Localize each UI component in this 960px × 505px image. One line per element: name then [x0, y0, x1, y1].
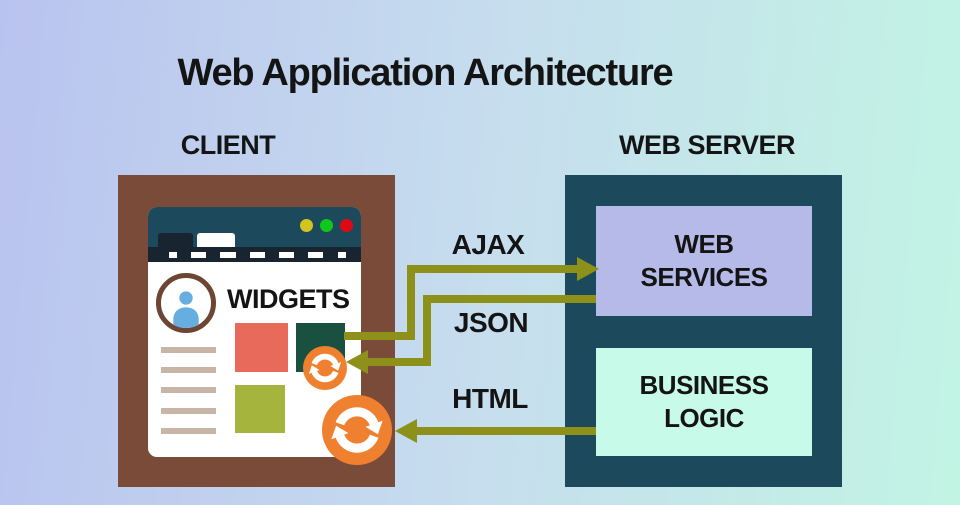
- web-services-label-line1: WEB: [674, 229, 734, 259]
- menu-dash: [169, 251, 177, 258]
- menu-dash: [338, 251, 346, 258]
- web-server-box: WEB SERVICES BUSINESS LOGIC: [565, 175, 842, 487]
- json-arrow-label: JSON: [453, 307, 529, 338]
- web-services-box: WEB SERVICES: [596, 206, 812, 316]
- menu-dash: [308, 251, 323, 258]
- ajax-arrow-label: AJAX: [451, 229, 525, 260]
- text-placeholder-line: [161, 428, 216, 434]
- client-section-label: CLIENT: [180, 130, 276, 160]
- browser-menubar: [148, 247, 361, 262]
- refresh-sync-icon-large: [322, 395, 392, 465]
- business-logic-box: BUSINESS LOGIC: [596, 348, 812, 456]
- window-control-red-icon: [340, 219, 353, 232]
- business-logic-label-line1: BUSINESS: [639, 370, 769, 400]
- page-title: Web Application Architecture: [177, 52, 674, 94]
- web-services-label-line2: SERVICES: [640, 262, 768, 292]
- menu-dash: [191, 251, 206, 258]
- widget-tile-red: [235, 323, 288, 372]
- window-control-yellow-icon: [300, 219, 313, 232]
- text-placeholder-line: [161, 387, 216, 393]
- text-placeholder-line: [161, 408, 216, 414]
- window-control-green-icon: [320, 219, 333, 232]
- browser-tab-active: [158, 233, 193, 247]
- person-icon: [173, 291, 199, 328]
- browser-titlebar: [148, 207, 361, 247]
- text-placeholder-line: [161, 347, 216, 353]
- menu-dash: [220, 251, 236, 258]
- widgets-heading: WIDGETS: [227, 284, 350, 314]
- server-section-label: WEB SERVER: [618, 130, 796, 160]
- user-avatar: [156, 273, 216, 333]
- text-placeholder-line: [161, 367, 216, 373]
- menu-dash: [250, 251, 265, 258]
- html-arrow-label: HTML: [452, 383, 528, 414]
- widget-tile-olive: [235, 385, 285, 433]
- refresh-sync-icon-small: [303, 346, 347, 390]
- business-logic-label-line2: LOGIC: [664, 403, 744, 433]
- menu-dash: [279, 251, 294, 258]
- browser-tab-inactive: [197, 233, 235, 247]
